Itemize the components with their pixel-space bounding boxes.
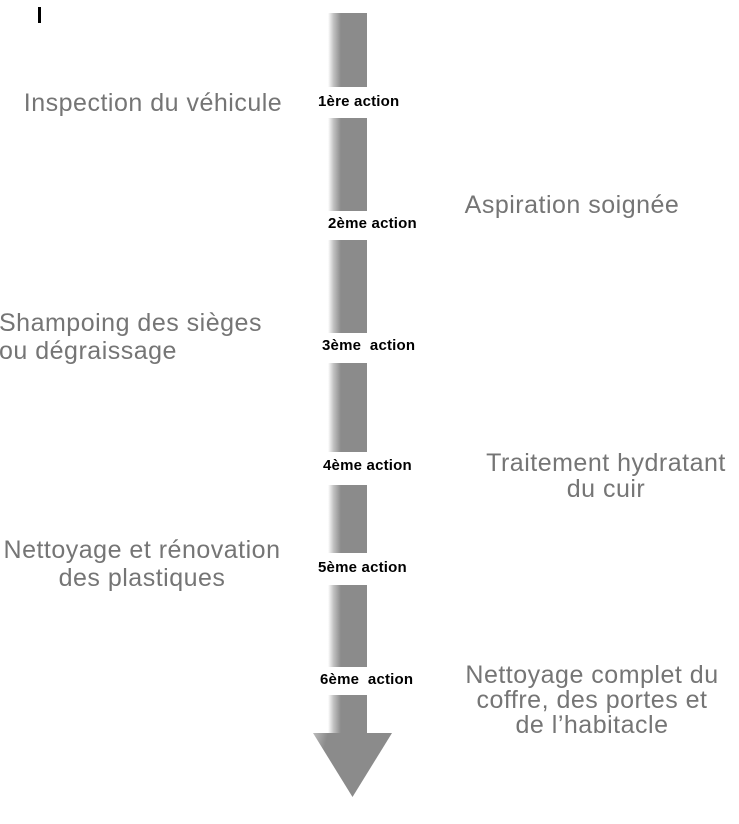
arrow-shaft-segment-7 — [328, 695, 367, 734]
arrow-shaft-segment-4 — [328, 363, 367, 452]
step-label-nettoyage-plastiques: Nettoyage et rénovation des plastiques — [0, 536, 284, 592]
label-line: Shampoing des sièges — [0, 309, 262, 337]
label-line: Nettoyage et rénovation — [3, 536, 281, 564]
action-label-1: 1ère action — [318, 93, 400, 110]
label-line: coffre, des portes et — [476, 686, 708, 714]
arrow-shaft-segment-5 — [328, 485, 367, 553]
label-line: des plastiques — [58, 564, 226, 592]
step-label-inspection: Inspection du véhicule — [8, 89, 298, 117]
label-line: Aspiration soignée — [464, 191, 680, 219]
step-label-nettoyage-complet: Nettoyage complet du coffre, des portes … — [450, 663, 734, 738]
arrow-shaft-segment-2 — [328, 118, 367, 211]
step-label-aspiration: Aspiration soignée — [430, 191, 714, 219]
step-label-shampoing: Shampoing des sièges ou dégraissage — [0, 309, 299, 365]
caret-mark — [38, 7, 41, 23]
action-label-2: 2ème action — [328, 215, 417, 232]
label-line: du cuir — [566, 475, 646, 503]
action-label-6: 6ème action — [320, 671, 414, 688]
step-label-traitement-cuir: Traitement hydratant du cuir — [464, 450, 739, 502]
arrow-head — [313, 733, 392, 797]
label-line: Nettoyage complet du — [465, 661, 719, 689]
action-label-4: 4ème action — [323, 457, 412, 474]
action-label-5: 5ème action — [318, 559, 407, 576]
label-line: de l’habitacle — [515, 711, 669, 739]
label-line: Inspection du véhicule — [23, 89, 283, 117]
arrow-shaft-segment-3 — [328, 240, 367, 333]
action-label-3: 3ème action — [322, 337, 416, 354]
label-line: Traitement hydratant — [486, 449, 726, 477]
label-line: ou dégraissage — [0, 337, 177, 365]
arrow-shaft-segment-6 — [328, 585, 367, 667]
arrow-shaft-segment-1 — [328, 13, 367, 87]
